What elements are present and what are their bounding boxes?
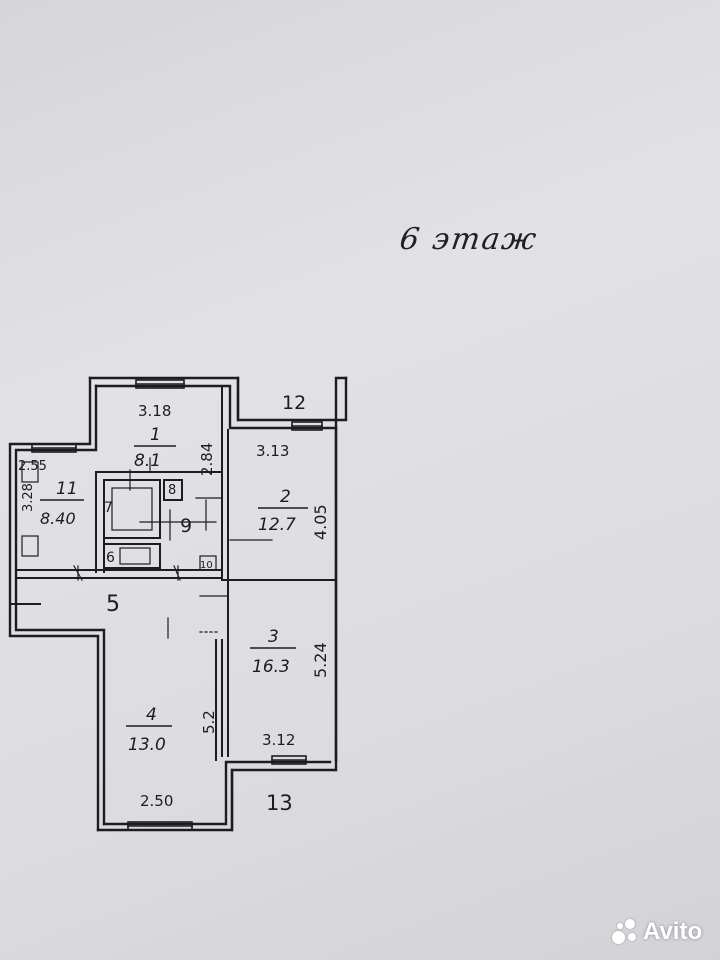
interior-walls xyxy=(9,385,337,761)
outer-walls xyxy=(8,376,348,832)
avito-watermark: Avito xyxy=(612,918,702,946)
room-11-length: 3.28 xyxy=(21,483,36,512)
room-13-number: 13 xyxy=(266,791,293,815)
room-3-length: 5.24 xyxy=(311,642,330,678)
room-12-number: 12 xyxy=(282,392,306,414)
room-4-length: 5.2 xyxy=(200,710,218,734)
room-6-number: 6 xyxy=(106,550,115,566)
room-2-width: 3.13 xyxy=(256,442,289,460)
room-3-number: 3 xyxy=(268,627,279,647)
room-2-number: 2 xyxy=(280,487,291,507)
windows xyxy=(31,379,323,831)
room-2-area: 12.7 xyxy=(258,515,296,535)
room-11-width: 2.55 xyxy=(18,459,47,474)
room-3-area: 16.3 xyxy=(252,657,290,677)
room-4-area: 13.0 xyxy=(128,735,166,755)
room-3-width: 3.12 xyxy=(262,731,295,749)
avito-logo-icon xyxy=(612,919,638,945)
room-10-number: 10 xyxy=(200,560,213,571)
room-11-number: 11 xyxy=(56,479,78,499)
room-5-number: 5 xyxy=(106,592,120,617)
room-1-length: 2.84 xyxy=(198,443,216,476)
room-2-length: 4.05 xyxy=(311,504,330,540)
avito-watermark-text: Avito xyxy=(643,918,703,945)
room-4-number: 4 xyxy=(146,705,157,725)
room-labels: 3.18 1 8.1 2.84 3.13 2 12.7 4.05 3 16.3 … xyxy=(18,392,330,815)
room-8-number: 8 xyxy=(168,483,176,498)
room-1-number: 1 xyxy=(150,425,161,445)
room-4-width: 2.50 xyxy=(140,792,173,810)
room-7-number: 7 xyxy=(104,500,113,516)
fixtures xyxy=(21,457,273,639)
room-1-area: 8.1 xyxy=(134,451,161,471)
room-11-area: 8.40 xyxy=(40,509,76,528)
room-1-width: 3.18 xyxy=(138,402,171,420)
room-9-number: 9 xyxy=(180,515,192,537)
